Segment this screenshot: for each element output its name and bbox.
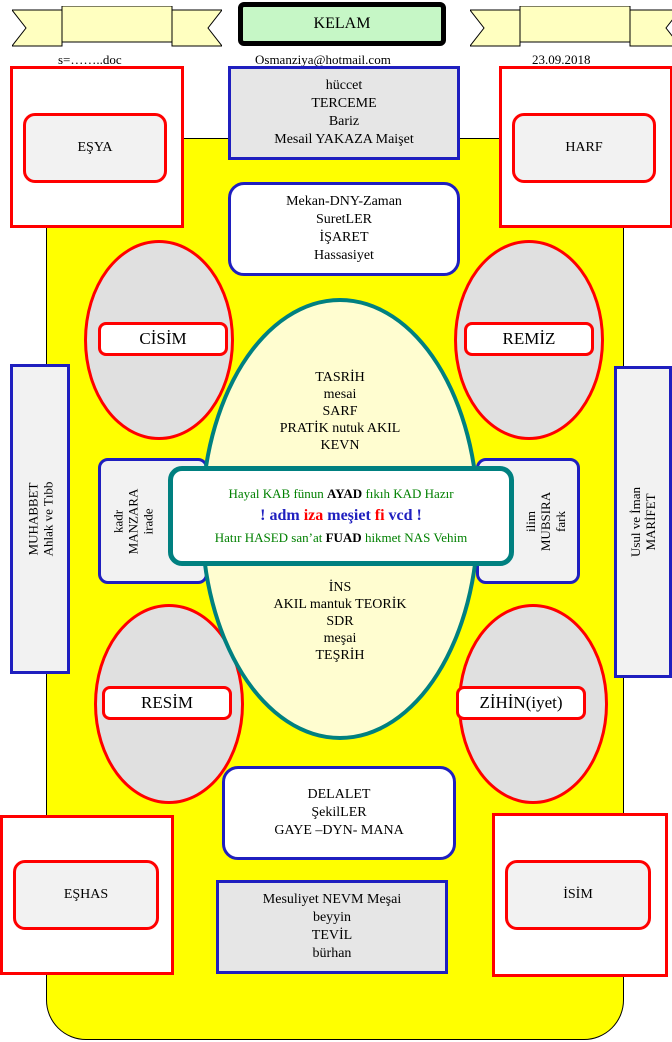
corner-label-box: HARF [512,113,656,183]
vertical-text: MUHABBET Ahlak ve Tıbb [25,482,55,557]
top-info-box: hüccet TERCEME Bariz Mesail YAKAZA Maişe… [228,66,460,160]
corner-bottom-right: İSİM [492,813,668,977]
text-line: PRATİK nutuk AKIL [279,420,401,436]
text-line: ŞekilLER [311,805,367,820]
text-line: mesai [323,386,357,402]
text-line: GAYE –DYN- MANA [274,823,404,838]
corner-label-box: İSİM [505,860,651,930]
text-span: ! [412,507,422,524]
text-line: DELALET [307,787,371,802]
ribbon-banner-left [12,6,222,47]
text-line: bürhan [312,946,352,961]
ellipse-top-text: TASRİH mesai SARF PRATİK nutuk AKIL KEVN [240,366,440,456]
corner-label-isim: İSİM [563,887,593,902]
bold-word: AYAD [327,486,363,501]
text-line: ilim [523,510,539,532]
date-text: 23.09.2018 [532,52,591,67]
text-span: iza [299,507,328,524]
ellipse-label-remiz: REMİZ [464,322,594,356]
right-side-box: Usul ve İman MARİFET [614,366,672,678]
text-span: fıkıh KAD Hazır [362,486,454,501]
text-line: TERCEME [311,96,377,111]
file-name: s=……..doc [58,52,122,67]
bottom-round-box: DELALET ŞekilLER GAYE –DYN- MANA [222,766,456,860]
corner-top-right: HARF [499,66,672,228]
text-line: SDR [326,613,354,629]
center-box: Hayal KAB fünun AYAD fıkıh KAD Hazır ! a… [168,466,514,566]
text-line: AKIL mantuk TEORİK [273,596,407,612]
text-line: MARİFET [643,493,659,551]
text-span: hikmet NAS Vehim [361,530,468,545]
text-span: vcd [388,507,413,524]
title-box: KELAM [238,2,446,46]
text-span: fi [374,507,389,524]
text-line: TASRİH [315,369,365,385]
left-side-box: MUHABBET Ahlak ve Tıbb [10,364,70,674]
vertical-text: ilim MUBSIRA fark [524,491,569,550]
corner-label-box: EŞYA [23,113,167,183]
top-round-box: Mekan-DNY-Zaman SuretLER İŞARET Hassasiy… [228,182,460,276]
text-line: Usul ve İman [628,486,644,558]
corner-label-eshas: EŞHAS [63,887,109,902]
text-line: beyyin [312,910,352,925]
vertical-text: Usul ve İman MARİFET [628,487,658,557]
text-line: Mekan-DNY-Zaman [286,194,402,209]
text-line: TEŞRİH [315,647,365,663]
text-span: Hatır HASED san’at [214,530,326,545]
email-text: Osmanziya@hotmail.com [255,52,391,67]
ellipse-bottom-text: İNS AKIL mantuk TEORİK SDR meşai TEŞRİH [240,576,440,666]
text-span: meşiet [327,507,375,524]
text-line: İŞARET [319,230,369,245]
ellipse-label-zihin: ZİHİN(iyet) [456,686,586,720]
text-line: TEVİL [311,928,353,943]
text-line: İNS [328,579,352,595]
bold-word: FUAD [325,530,362,545]
text-span: ! [260,507,270,524]
text-line: irade [140,508,156,534]
text-line: Mesail YAKAZA Maişet [274,132,414,147]
text-line: meşai [323,630,357,646]
text-line: kadr [110,509,126,533]
text-line: Hassasiyet [314,248,374,263]
text-span: Hayal KAB fünun [228,486,328,501]
corner-label-harf: HARF [565,140,603,155]
ellipse-label-resim: RESİM [102,686,232,720]
text-line: SARF [322,403,358,419]
text-line: MUBSIRA [538,491,554,551]
ribbon-banner-right [470,6,672,47]
center-line-2: ! adm iza meşiet fi vcd ! [260,504,422,528]
text-line: MANZARA [125,488,141,554]
text-line: Bariz [328,114,360,129]
center-line-3: Hatır HASED san’at FUAD hikmet NAS Vehim [215,528,468,548]
text-line: Mesuliyet NEVM Meşai [262,892,402,907]
text-line: SuretLER [316,212,372,227]
corner-bottom-left: EŞHAS [0,815,174,975]
corner-top-left: EŞYA [10,66,184,228]
corner-label-esya: EŞYA [77,140,113,155]
text-line: fark [553,510,569,532]
center-line-1: Hayal KAB fünun AYAD fıkıh KAD Hazır [228,484,453,504]
text-line: KEVN [320,437,360,453]
page-title: KELAM [313,15,371,32]
text-line: Ahlak ve Tıbb [40,481,56,557]
bottom-info-box: Mesuliyet NEVM Meşai beyyin TEVİL bürhan [216,880,448,974]
text-line: MUHABBET [25,482,41,556]
text-line: hüccet [325,78,363,93]
ellipse-label-cisim: CİSİM [98,322,228,356]
corner-label-box: EŞHAS [13,860,159,930]
vertical-text: kadr MANZARA irade [110,488,155,554]
text-span: adm [269,507,300,524]
